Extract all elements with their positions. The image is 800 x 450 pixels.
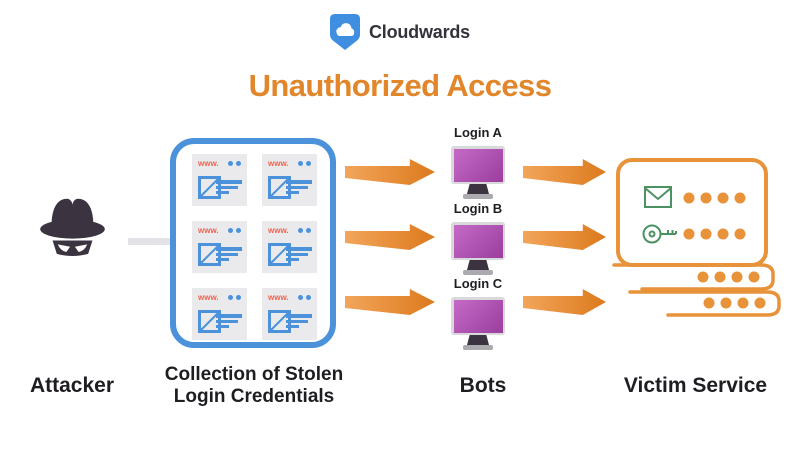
bot-login-label: Login C bbox=[453, 276, 503, 291]
monitor-base bbox=[463, 345, 493, 350]
arrow-collection-to-bot-2 bbox=[345, 224, 435, 250]
bot-monitor-icon bbox=[451, 146, 505, 199]
text-lines-icon bbox=[286, 314, 312, 328]
bot-login-label: Login B bbox=[453, 201, 503, 216]
attacker-collection-connector bbox=[128, 238, 174, 245]
card-dots bbox=[298, 228, 311, 233]
logo-text: Cloudwards bbox=[368, 21, 470, 42]
stolen-credential-card: www. bbox=[262, 154, 317, 206]
bot-monitor-icon bbox=[451, 222, 505, 275]
card-dots bbox=[298, 295, 311, 300]
arrow-bot-to-victim-3 bbox=[523, 289, 606, 315]
text-lines-icon bbox=[216, 180, 242, 194]
monitor-stand bbox=[467, 335, 489, 345]
arrow-collection-to-bot-3 bbox=[345, 289, 435, 315]
card-dots bbox=[228, 228, 241, 233]
stolen-credential-card: www. bbox=[192, 288, 247, 340]
stolen-credential-card: www. bbox=[192, 154, 247, 206]
victim-service-box bbox=[616, 158, 768, 267]
cloud-shield-icon bbox=[329, 14, 360, 50]
arrow-collection-to-bot-1 bbox=[345, 159, 435, 185]
card-url-text: www. bbox=[198, 293, 219, 302]
cloudwards-logo: Cloudwards bbox=[0, 14, 800, 50]
card-dots bbox=[298, 161, 311, 166]
text-lines-icon bbox=[286, 247, 312, 261]
text-lines-icon bbox=[216, 314, 242, 328]
stolen-credential-card: www. bbox=[262, 221, 317, 273]
monitor-base bbox=[463, 194, 493, 199]
monitor-stand bbox=[467, 184, 489, 194]
credential-dots bbox=[683, 192, 746, 240]
stolen-credential-card: www. bbox=[192, 221, 247, 273]
bot-login-label: Login A bbox=[454, 125, 502, 140]
card-url-text: www. bbox=[198, 226, 219, 235]
victim-service-icon bbox=[612, 158, 781, 317]
bot-monitor-icon bbox=[451, 297, 505, 350]
server-layer bbox=[612, 263, 781, 317]
collection-label-line1: Collection of Stolen bbox=[164, 364, 344, 385]
card-url-text: www. bbox=[268, 293, 289, 302]
collection-label-line2: Login Credentials bbox=[173, 386, 335, 407]
page-title: Unauthorized Access bbox=[248, 68, 552, 103]
monitor-screen bbox=[453, 148, 503, 182]
card-dots bbox=[228, 161, 241, 166]
bots-label: Bots bbox=[459, 374, 507, 397]
arrow-bot-to-victim-2 bbox=[523, 224, 606, 250]
envelope-icon bbox=[644, 186, 672, 208]
stolen-credential-card: www. bbox=[262, 288, 317, 340]
key-icon bbox=[642, 224, 677, 244]
monitor-screen bbox=[453, 299, 503, 333]
arrow-bot-to-victim-1 bbox=[523, 159, 606, 185]
card-url-text: www. bbox=[268, 226, 289, 235]
server-dots bbox=[697, 271, 766, 309]
monitor-base bbox=[463, 270, 493, 275]
collection-label: Collection of Stolen Login Credentials bbox=[158, 364, 350, 408]
text-lines-icon bbox=[286, 180, 312, 194]
attacker-label: Attacker bbox=[29, 374, 115, 397]
spy-hat-mask-icon bbox=[40, 198, 105, 256]
text-lines-icon bbox=[216, 247, 242, 261]
monitor-screen bbox=[453, 224, 503, 258]
credentials-collection-box: www. www. www. bbox=[170, 138, 336, 348]
card-url-text: www. bbox=[268, 159, 289, 168]
monitor-stand bbox=[467, 260, 489, 270]
card-url-text: www. bbox=[198, 159, 219, 168]
card-dots bbox=[228, 295, 241, 300]
victim-service-label: Victim Service bbox=[623, 374, 768, 397]
